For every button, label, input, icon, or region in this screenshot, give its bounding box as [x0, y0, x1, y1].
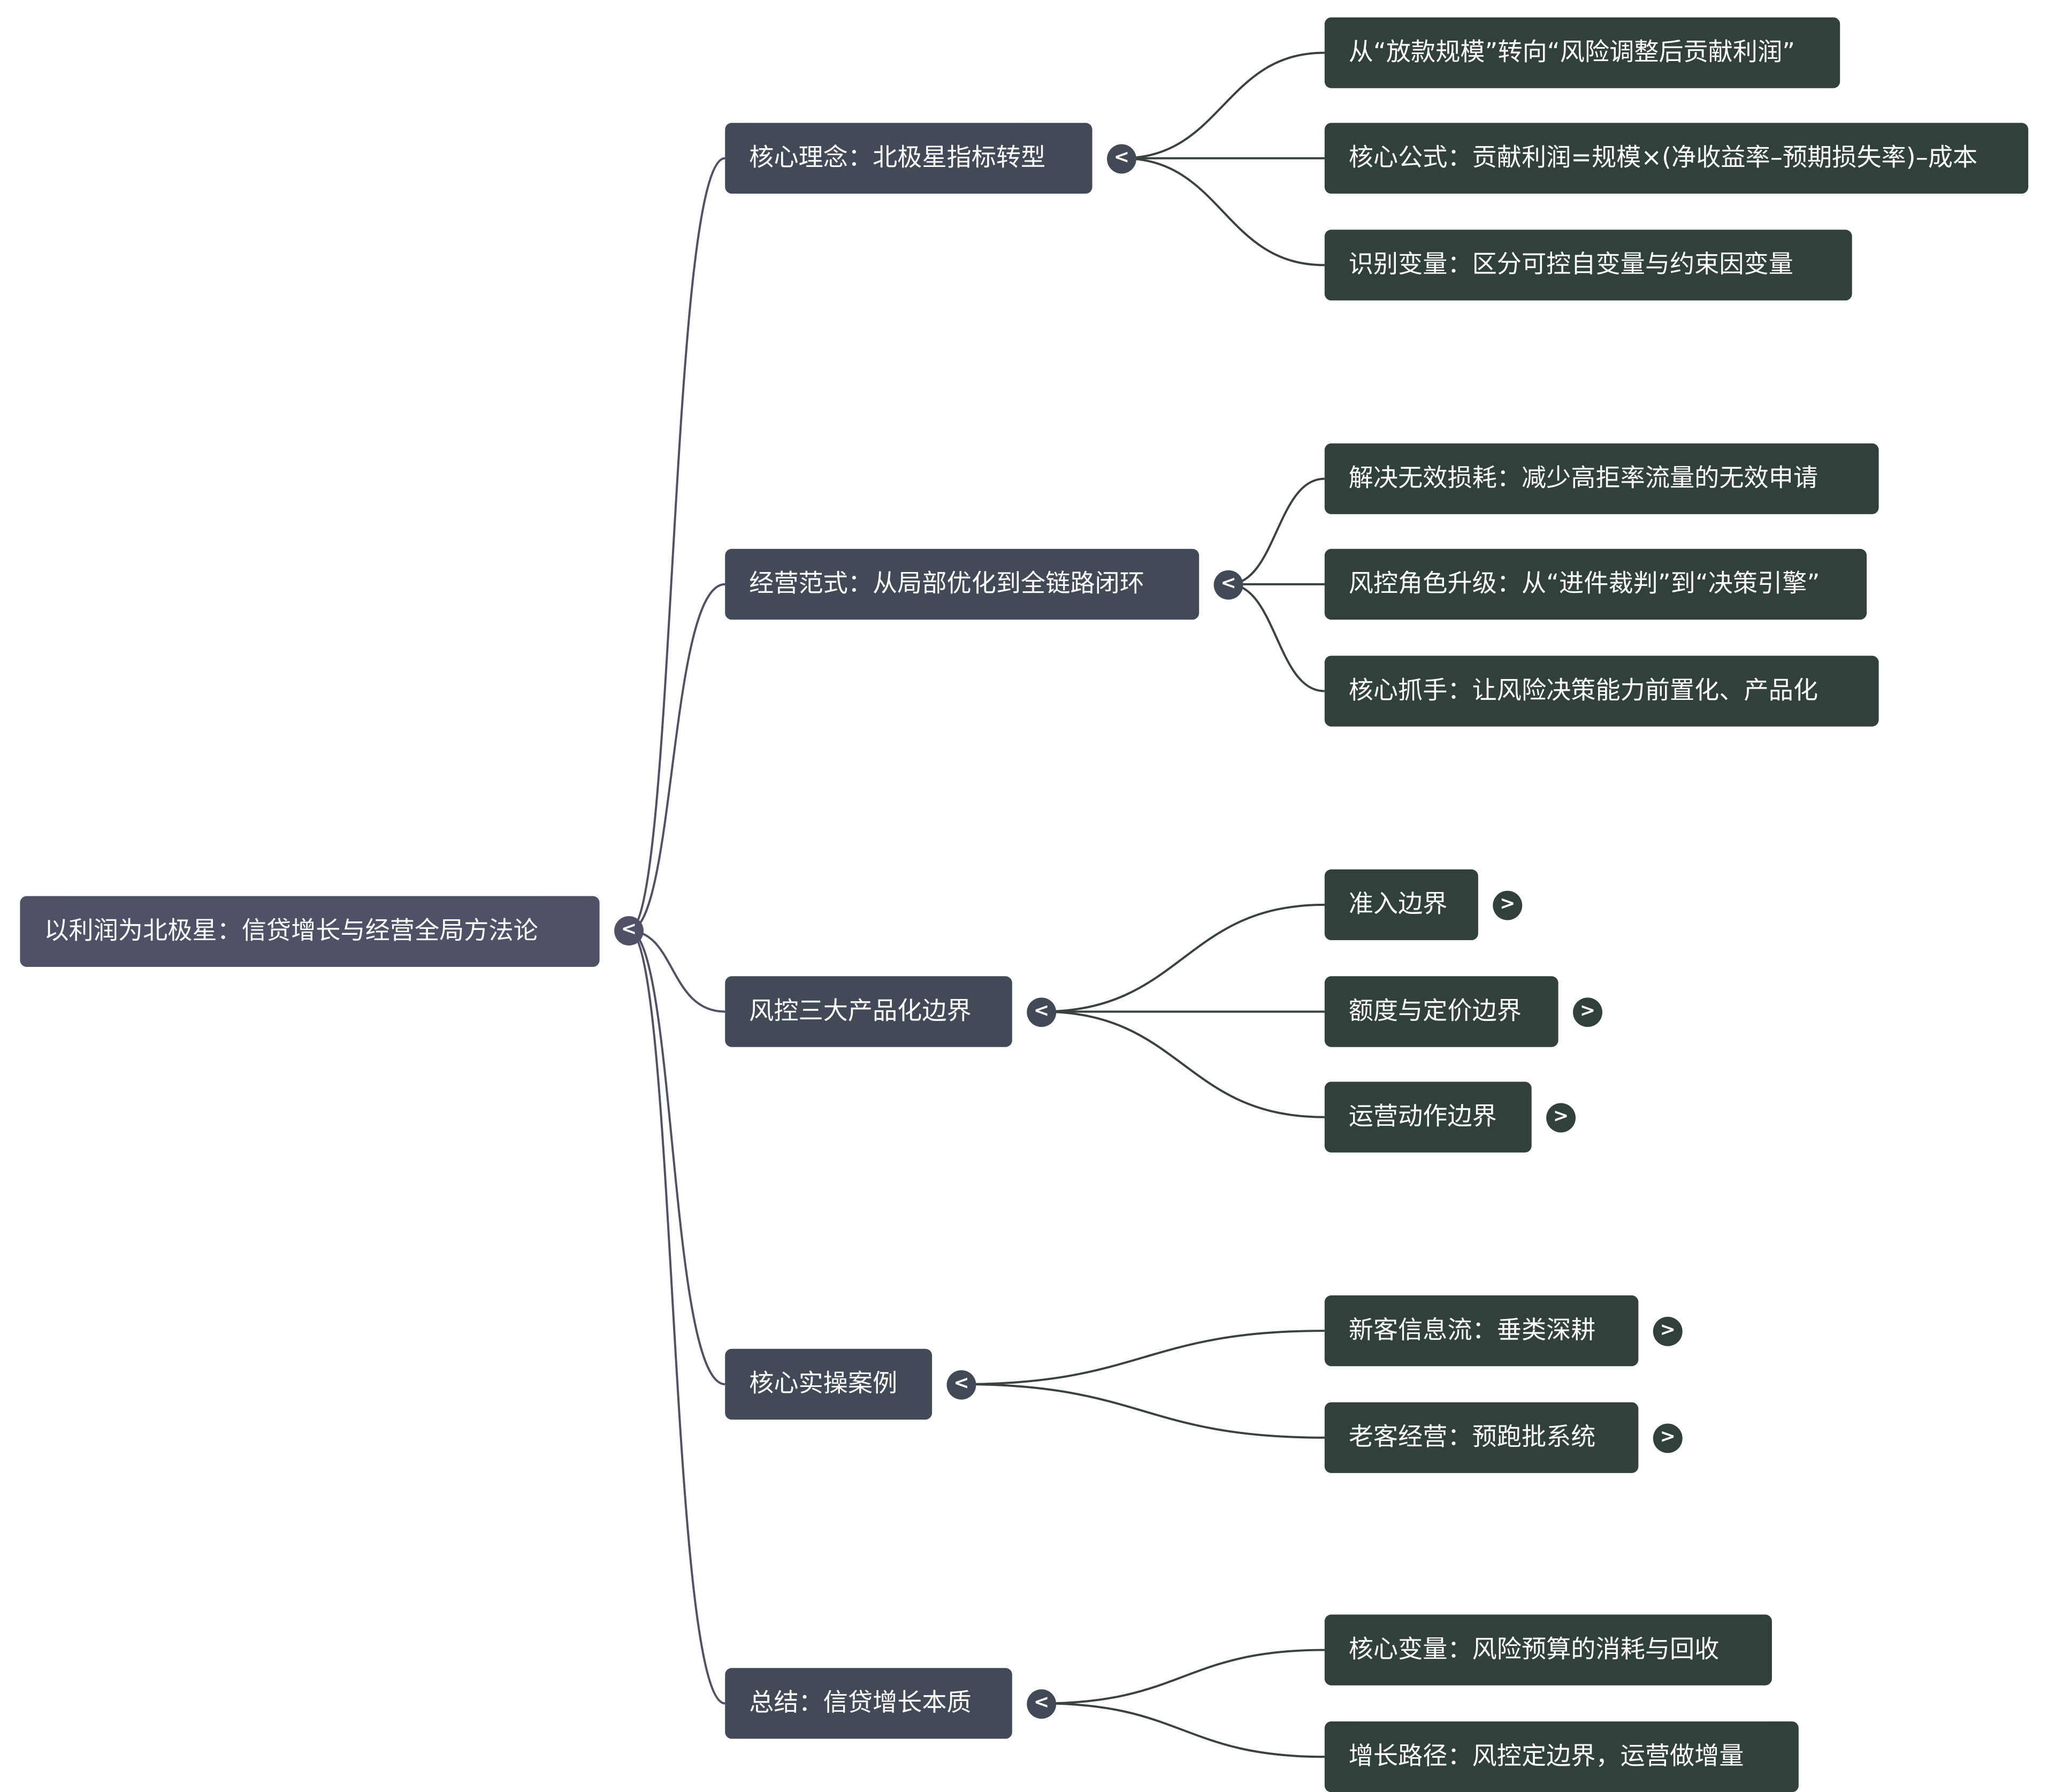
- root-edge: [629, 157, 725, 932]
- expand-toggle[interactable]: >: [1573, 997, 1602, 1027]
- leaf-node[interactable]: 风控角色升级：从“进件裁判”到“决策引擎”: [1324, 548, 1867, 620]
- branch-edge: [961, 1330, 1325, 1385]
- leaf-node[interactable]: 识别变量：区分可控自变量与约束因变量: [1324, 230, 1852, 301]
- leaf-node-label: 风控角色升级：从“进件裁判”到“决策引擎”: [1348, 570, 1820, 599]
- leaf-node-label: 新客信息流：垂类深耕: [1348, 1316, 1596, 1345]
- leaf-node-label: 核心变量：风险预算的消耗与回收: [1348, 1636, 1720, 1664]
- leaf-node-label: 解决无效损耗：减少高拒率流量的无效申请: [1348, 464, 1819, 493]
- leaf-node[interactable]: 核心抓手：让风险决策能力前置化、产品化: [1324, 655, 1879, 727]
- branch-node[interactable]: 经营范式：从局部优化到全链路闭环: [725, 548, 1199, 620]
- leaf-node-label: 准入边界: [1348, 890, 1448, 919]
- collapse-toggle[interactable]: <: [1107, 143, 1136, 173]
- branch-node[interactable]: 核心实操案例: [725, 1348, 933, 1420]
- branch-edge: [1041, 903, 1325, 1013]
- branch-node-label: 核心理念：北极星指标转型: [749, 144, 1046, 172]
- branch-edge: [1041, 1702, 1325, 1758]
- leaf-node[interactable]: 核心变量：风险预算的消耗与回收: [1324, 1614, 1772, 1686]
- branch-edge: [1041, 1010, 1325, 1118]
- leaf-node-label: 额度与定价边界: [1348, 997, 1522, 1026]
- branch-edge: [1041, 1649, 1325, 1705]
- leaf-node[interactable]: 准入边界: [1324, 869, 1478, 941]
- leaf-node[interactable]: 老客经营：预跑批系统: [1324, 1402, 1639, 1473]
- root-node[interactable]: 以利润为北极星：信贷增长与经营全局方法论: [20, 896, 600, 967]
- branch-edge: [961, 1383, 1325, 1439]
- collapse-toggle[interactable]: <: [946, 1369, 976, 1399]
- branch-node[interactable]: 风控三大产品化边界: [725, 976, 1012, 1047]
- expand-toggle[interactable]: >: [1493, 890, 1523, 920]
- leaf-node-label: 运营动作边界: [1348, 1103, 1497, 1131]
- collapse-toggle[interactable]: <: [1027, 1688, 1057, 1718]
- expand-toggle[interactable]: >: [1653, 1423, 1683, 1453]
- branch-edge: [1228, 583, 1325, 692]
- branch-edge: [1228, 477, 1325, 585]
- branch-edge: [1121, 51, 1325, 159]
- leaf-node[interactable]: 额度与定价边界: [1324, 976, 1558, 1047]
- branch-edge: [1121, 157, 1325, 266]
- leaf-node[interactable]: 核心公式：贡献利润=规模×(净收益率–预期损失率)–成本: [1324, 123, 2029, 194]
- root-edge: [629, 929, 725, 1013]
- collapse-toggle[interactable]: <: [614, 916, 644, 946]
- leaf-node[interactable]: 从“放款规模”转向“风险调整后贡献利润”: [1324, 17, 1840, 88]
- leaf-node-label: 增长路径：风控定边界，运营做增量: [1348, 1743, 1744, 1771]
- leaf-node-label: 从“放款规模”转向“风险调整后贡献利润”: [1348, 39, 1795, 67]
- leaf-node[interactable]: 增长路径：风控定边界，运营做增量: [1324, 1721, 1799, 1792]
- branch-node-label: 核心实操案例: [749, 1370, 898, 1399]
- root-edge: [629, 929, 725, 1705]
- leaf-node-label: 老客经营：预跑批系统: [1348, 1423, 1596, 1452]
- branch-node-label: 总结：信贷增长本质: [749, 1689, 972, 1718]
- collapse-toggle[interactable]: <: [1213, 569, 1243, 599]
- leaf-node-label: 识别变量：区分可控自变量与约束因变量: [1348, 251, 1793, 279]
- branch-node-label: 经营范式：从局部优化到全链路闭环: [749, 570, 1144, 599]
- leaf-node[interactable]: 运营动作边界: [1324, 1081, 1532, 1153]
- root-edge: [629, 929, 725, 1385]
- expand-toggle[interactable]: >: [1653, 1316, 1683, 1346]
- leaf-node[interactable]: 新客信息流：垂类深耕: [1324, 1295, 1639, 1367]
- collapse-toggle[interactable]: <: [1027, 997, 1057, 1027]
- branch-node-label: 风控三大产品化边界: [749, 997, 972, 1026]
- branch-node[interactable]: 核心理念：北极星指标转型: [725, 123, 1092, 194]
- root-node-label: 以利润为北极星：信贷增长与经营全局方法论: [44, 917, 538, 946]
- expand-toggle[interactable]: >: [1546, 1102, 1576, 1132]
- leaf-node-label: 核心公式：贡献利润=规模×(净收益率–预期损失率)–成本: [1348, 144, 1978, 172]
- branch-node[interactable]: 总结：信贷增长本质: [725, 1668, 1012, 1739]
- root-edge: [629, 583, 725, 932]
- leaf-node-label: 核心抓手：让风险决策能力前置化、产品化: [1348, 677, 1819, 705]
- leaf-node[interactable]: 解决无效损耗：减少高拒率流量的无效申请: [1324, 443, 1879, 514]
